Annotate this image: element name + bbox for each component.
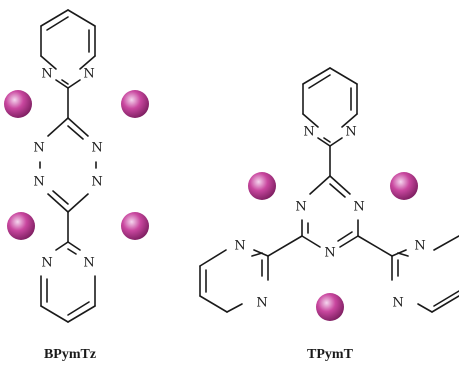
bpymtz-nitrogen-label: N <box>41 67 52 82</box>
metal-sphere <box>316 293 344 321</box>
bpymtz-caption: BPymTz <box>44 347 96 362</box>
bpymtz-nitrogen-label: N <box>33 175 44 190</box>
tpymt-nitrogen-label: N <box>234 239 245 254</box>
tpymt-linker-bond <box>357 235 393 257</box>
tpymt-right-pyrimidine <box>391 235 459 313</box>
bpymtz-nitrogen-label: N <box>83 67 94 82</box>
metal-sphere <box>248 172 276 200</box>
tpymt-nitrogen-label: N <box>295 200 306 215</box>
bpymtz-nitrogen-label: N <box>41 256 52 271</box>
metal-sphere <box>121 90 149 118</box>
tpymt-nitrogen-label: N <box>345 125 356 140</box>
tpymt-nitrogen-label: N <box>303 125 314 140</box>
metal-sphere <box>390 172 418 200</box>
bpymtz-structure: N N N N N N <box>4 9 149 323</box>
bpymtz-nitrogen-label: N <box>91 175 102 190</box>
tpymt-caption: TPymT <box>307 347 354 362</box>
metal-sphere <box>7 212 35 240</box>
bpymtz-top-pyrimidine <box>40 9 96 89</box>
tpymt-structure: N N N N N <box>199 67 459 321</box>
tpymt-nitrogen-label: N <box>353 200 364 215</box>
bpymtz-nitrogen-label: N <box>33 141 44 156</box>
tpymt-nitrogen-label: N <box>324 246 335 261</box>
tpymt-nitrogen-label: N <box>256 296 267 311</box>
metal-sphere <box>4 90 32 118</box>
bpymtz-bottom-pyrimidine <box>40 241 96 323</box>
tpymt-left-pyrimidine <box>199 249 269 313</box>
tpymt-top-pyrimidine <box>302 67 358 147</box>
tpymt-linker-bond <box>267 235 303 257</box>
metal-sphere <box>121 212 149 240</box>
bpymtz-nitrogen-label: N <box>83 256 94 271</box>
tpymt-nitrogen-label: N <box>414 239 425 254</box>
bpymtz-tetrazine-ring <box>39 117 97 213</box>
tpymt-nitrogen-label: N <box>392 296 403 311</box>
bpymtz-nitrogen-label: N <box>91 141 102 156</box>
tpymt-triazine-ring <box>301 175 359 248</box>
